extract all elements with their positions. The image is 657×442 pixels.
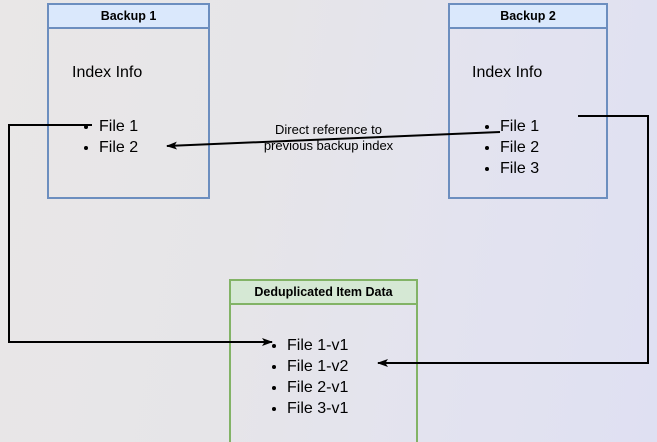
backup-1-index-info-label: Index Info <box>72 64 143 81</box>
list-item: File 1-v2 <box>287 356 348 377</box>
backup-2-header: Backup 2 <box>450 5 606 29</box>
list-item: File 2-v1 <box>287 377 348 398</box>
deduplicated-item-data-box[interactable]: Deduplicated Item Data File 1-v1 File 1-… <box>229 279 418 442</box>
list-item: File 3 <box>500 158 539 179</box>
deduplicated-item-data-header: Deduplicated Item Data <box>231 281 416 305</box>
backup-2-file-list: File 1 File 2 File 3 <box>484 116 539 179</box>
backup-2-box[interactable]: Backup 2 Index Info File 1 File 2 File 3 <box>448 3 608 199</box>
backup-2-index-info-label: Index Info <box>472 64 543 81</box>
list-item: File 2 <box>500 137 539 158</box>
list-item: File 1-v1 <box>287 335 348 356</box>
list-item: File 2 <box>99 137 138 158</box>
backup-1-header: Backup 1 <box>49 5 208 29</box>
list-item: File 3-v1 <box>287 398 348 419</box>
dedup-item-list: File 1-v1 File 1-v2 File 2-v1 File 3-v1 <box>271 335 348 419</box>
list-item: File 1 <box>99 116 138 137</box>
list-item: File 1 <box>500 116 539 137</box>
direct-reference-caption: Direct reference to previous backup inde… <box>263 122 394 153</box>
backup-1-box[interactable]: Backup 1 Index Info File 1 File 2 <box>47 3 210 199</box>
backup-1-file-list: File 1 File 2 <box>83 116 138 158</box>
